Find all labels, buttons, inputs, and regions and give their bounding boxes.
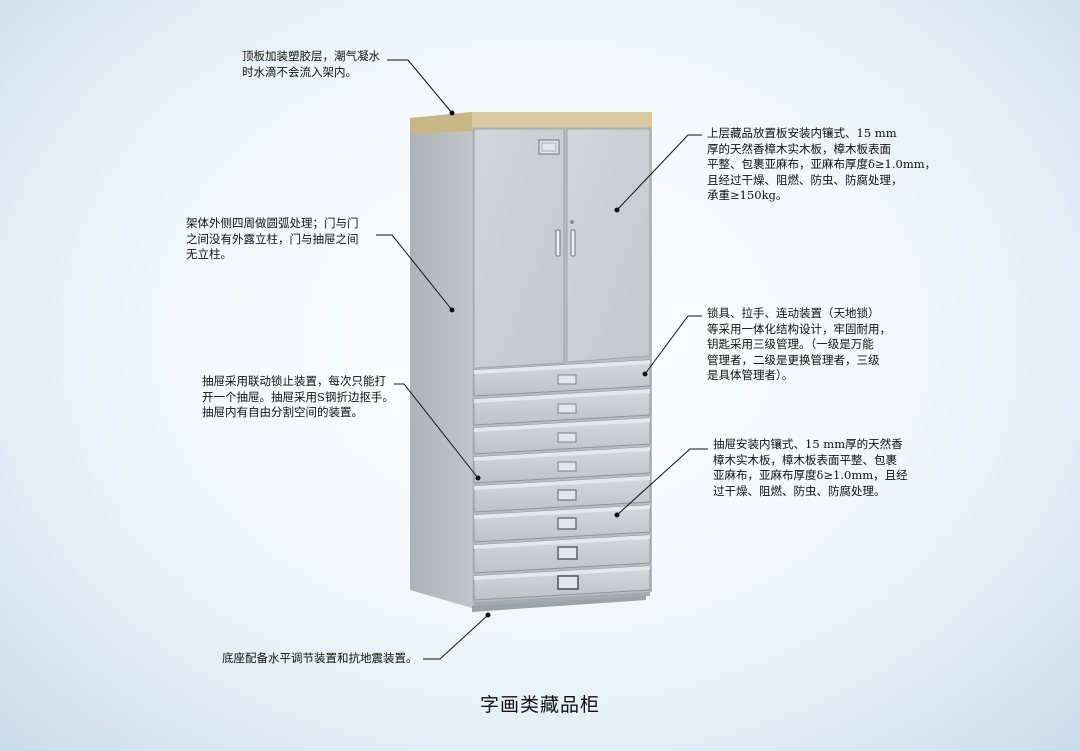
drawer-7 [473, 534, 651, 574]
drawer-6 [473, 504, 651, 543]
right-door [566, 128, 651, 363]
drawer-label-holder-icon [557, 432, 577, 443]
diagram-title: 字画类藏品柜 [479, 694, 600, 716]
top-board [410, 112, 652, 134]
cabinet-doors [473, 128, 651, 369]
drawer-2 [473, 388, 651, 426]
drawer-label-holder-icon [557, 461, 577, 472]
drawer-3 [473, 417, 651, 455]
drawer-label-holder-icon [557, 374, 577, 385]
drawer-label-holder-icon [557, 575, 579, 590]
drawer-stack [473, 359, 651, 601]
drawer-8 [473, 565, 651, 601]
leader-top-board [387, 59, 453, 114]
drawer-4 [473, 446, 651, 484]
leader-drawer-board [616, 448, 708, 516]
drawer-label-holder-icon [557, 403, 577, 414]
drawer-label-holder-icon [557, 489, 577, 501]
door-handle-left-icon [555, 229, 561, 257]
left-door [473, 128, 565, 369]
annotation-locks: 锁具、拉手、连动装置（天地锁） 等采用一体化结构设计，牢固耐用， 钥匙采用三级管… [707, 306, 891, 382]
annotation-top-board: 顶板加装塑胶层，潮气凝水 时水滴不会流入架内。 [242, 49, 380, 79]
leader-frame [376, 234, 453, 311]
annotation-drawer-lock: 抽屉采用联动锁止装置，每次只能打 开一个抽屉。抽屉采用S钢折边抠手。 抽屉内有自… [202, 374, 394, 419]
drawer-1 [473, 359, 651, 397]
cabinet-side-panel [410, 131, 472, 608]
leader-base [423, 614, 489, 660]
leader-locks [644, 315, 702, 375]
lock-icon [570, 220, 574, 224]
leader-drawer-lock [394, 383, 479, 479]
cabinet-base [472, 592, 650, 612]
drawer-5 [473, 475, 651, 513]
leader-lines [376, 59, 708, 660]
door-handle-right-icon [570, 229, 576, 257]
drawer-label-holder-icon [557, 517, 577, 530]
drawer-label-holder-icon [557, 546, 578, 560]
annotation-upper-shelf: 上层藏品放置板安装内镶式、15 mm 厚的天然香樟木实木板，樟木板表面 平整、包… [707, 126, 937, 202]
leader-upper-shelf [616, 134, 702, 211]
annotation-frame: 架体外侧四周做圆弧处理；门与门 之间没有外露立柱，门与抽屉之间 无立柱。 [186, 216, 359, 261]
annotation-drawer-board: 抽屉安装内镶式、15 mm厚的天然香 樟木实木板，樟木板表面平整、包裹 亚麻布，… [713, 437, 908, 498]
annotation-base: 底座配备水平调节装置和抗地震装置。 [222, 651, 418, 665]
label-holder-icon [538, 139, 560, 155]
